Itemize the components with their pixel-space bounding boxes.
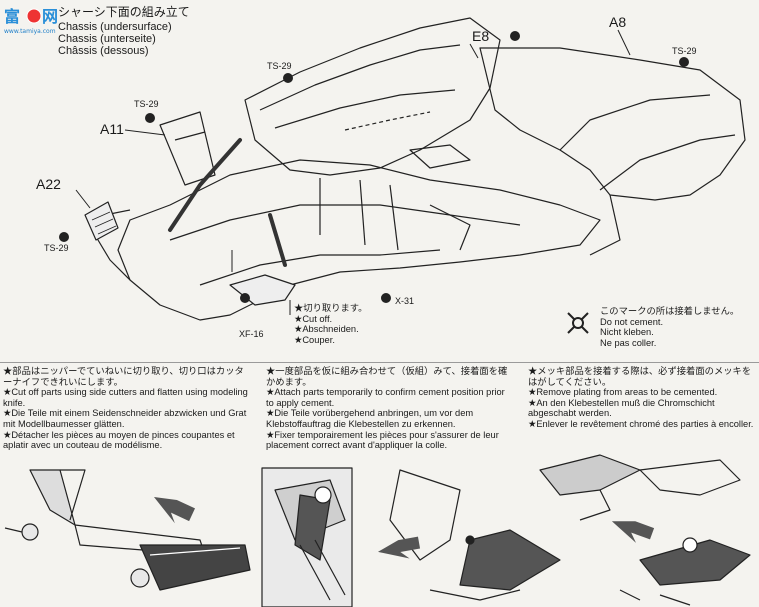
no-cement-icon — [567, 312, 589, 334]
paint-label-ts29: TS-29 — [134, 99, 159, 109]
floor-pan — [117, 159, 601, 321]
cutoff-fr: ★Couper. — [294, 334, 335, 345]
instruction-cutting-fr: ★Détacher les pièces au moyen de pinces … — [3, 429, 235, 451]
paint-label-ts29: TS-29 — [672, 46, 697, 56]
paint-label-xf16: XF-16 — [239, 329, 264, 339]
guide-arrow-a11 — [168, 138, 242, 232]
chassis-tub — [244, 17, 501, 176]
direction-arrow — [153, 497, 196, 524]
paint-label-x31: X-31 — [395, 296, 415, 306]
paint-marker-x31 — [381, 293, 391, 303]
instruction-test-fit: ★一度部品を仮に組み合わせて（仮組）みて、接着面を確かめます。 ★Attach … — [266, 366, 511, 451]
guide-arrow-x31 — [268, 213, 287, 267]
no-cement-en: Do not cement. — [600, 316, 664, 327]
direction-arrow — [377, 536, 421, 559]
no-cement-note: このマークの所は接着しません。 Do not cement. Nicht kle… — [600, 306, 739, 348]
cutoff-en: ★Cut off. — [294, 313, 333, 324]
paint-marker-ts29 — [145, 113, 155, 123]
part-label-a8: A8 — [609, 14, 627, 30]
instruction-plating-de: ★An den Klebestellen muß die Chromschich… — [528, 397, 715, 419]
paint-marker-ts29 — [679, 57, 689, 67]
instruction-test-fit-fr: ★Fixer temporairement les pièces pour s'… — [266, 429, 499, 451]
chassis-diagram — [59, 17, 746, 334]
paint-marker-ts29 — [59, 232, 69, 242]
instruction-cutting-en: ★Cut off parts using side cutters and fl… — [3, 387, 248, 408]
instruction-test-fit-en: ★Attach parts temporarily to confirm cem… — [266, 387, 505, 408]
instruction-cutting-de: ★Die Teile mit einem Seidenschneider abz… — [3, 408, 247, 429]
instruction-cutting: ★部品はニッパーでていねいに切り取り、切り口はカッターナイフできれいにします。 … — [3, 366, 253, 451]
cutoff-jp: ★切り取ります。 — [294, 303, 368, 313]
section-divider — [0, 362, 759, 363]
svg-text:富: 富 — [4, 7, 20, 26]
cutoff-note: ★切り取ります。 ★Cut off. ★Abschneiden. ★Couper… — [294, 303, 367, 345]
instruction-test-fit-jp: ★一度部品を仮に組み合わせて（仮組）みて、接着面を確かめます。 — [266, 366, 508, 387]
direction-arrow — [611, 521, 655, 543]
instruction-test-fit-de: ★Die Teile vorübergehend anbringen, um v… — [266, 408, 474, 429]
no-cement-de: Nicht kleben. — [600, 327, 654, 338]
instruction-plating-fr: ★Enlever le revêtement chromé des partie… — [528, 418, 754, 429]
watermark-logo: 富 网 www.tamiya.com — [2, 2, 70, 36]
paint-label-ts29: TS-29 — [44, 243, 69, 253]
part-a11 — [159, 111, 216, 186]
part-label-a22: A22 — [36, 176, 61, 192]
part-label-e8: E8 — [472, 28, 490, 44]
no-cement-jp: このマークの所は接着しません。 — [600, 306, 740, 316]
cutoff-de: ★Abschneiden. — [294, 324, 359, 335]
svg-text:www.tamiya.com: www.tamiya.com — [4, 28, 56, 35]
paint-label-ts29: TS-29 — [267, 61, 292, 71]
logo-graphic: 富 网 www.tamiya.com — [4, 7, 58, 35]
part-a22 — [84, 201, 119, 241]
panel-a8 — [479, 47, 746, 201]
part-label-a11: A11 — [100, 121, 124, 137]
plating-removal-illustration — [539, 454, 751, 606]
no-cement-fr: Ne pas coller. — [600, 337, 657, 348]
paint-marker-ts29 — [283, 73, 293, 83]
instruction-plating-jp: ★メッキ部品を接着する際は、必ず接着面のメッキをはがしてください。 — [528, 366, 752, 387]
svg-text:网: 网 — [42, 7, 58, 26]
paint-marker-xf16 — [240, 293, 250, 303]
instruction-plating-en: ★Remove plating from areas to be cemente… — [528, 387, 718, 398]
part-e8-icon — [510, 31, 520, 41]
instruction-plating: ★メッキ部品を接着する際は、必ず接着面のメッキをはがしてください。 ★Remov… — [528, 366, 757, 430]
title-jp: シャーシ下面の組み立て — [58, 5, 190, 19]
title-en: Chassis (undersurface) — [58, 21, 172, 33]
side-cutter-illustration — [4, 469, 251, 591]
title-fr: Châssis (dessous) — [58, 45, 149, 57]
test-fit-illustration — [261, 467, 561, 607]
title-de: Chassis (unterseite) — [58, 33, 156, 45]
instruction-cutting-jp: ★部品はニッパーでていねいに切り取り、切り口はカッターナイフできれいにします。 — [3, 366, 244, 387]
